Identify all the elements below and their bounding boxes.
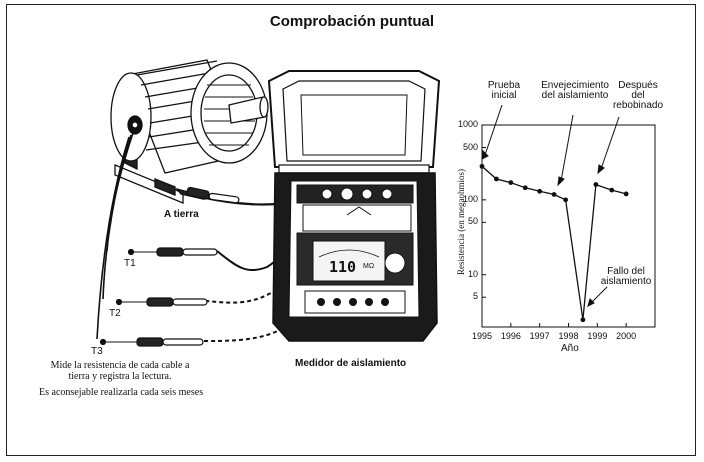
motor-illustration xyxy=(110,59,269,204)
data-point xyxy=(609,187,615,193)
y-tick-label: 500 xyxy=(462,141,478,152)
annotation-rebobinado: Después del rebobinado xyxy=(612,80,664,111)
insulation-meter xyxy=(267,70,441,342)
annotation-arrows xyxy=(481,104,620,307)
t3-label: T3 xyxy=(91,346,103,357)
t1-label: T1 xyxy=(124,258,136,269)
data-point xyxy=(551,192,557,197)
probe-t1 xyxy=(127,247,218,257)
x-ticks xyxy=(481,323,627,327)
y-tick-label: 1000 xyxy=(457,119,478,129)
x-tick-label: 1997 xyxy=(529,331,550,341)
figure-frame: Comprobación puntual A tierra T1 T2 T3 M… xyxy=(6,4,696,456)
data-point xyxy=(580,317,586,323)
y-tick-label: 100 xyxy=(462,193,478,204)
x-axis-title: Año xyxy=(561,343,579,354)
x-tick-label: 1995 xyxy=(471,331,493,341)
probe-t2 xyxy=(115,297,208,307)
data-point xyxy=(623,191,629,197)
data-point xyxy=(494,176,499,182)
data-point xyxy=(479,163,485,169)
data-point xyxy=(508,180,514,185)
plot-frame xyxy=(481,124,656,328)
annotation-prueba-inicial: Prueba inicial xyxy=(487,80,521,101)
probe-t3 xyxy=(99,337,204,347)
display-reading: 110 xyxy=(329,258,357,276)
annotation-envejecimiento: Envejecimiento del aislamiento xyxy=(541,80,609,101)
schedule-note: Es aconsejable realizarla cada seis mese… xyxy=(39,387,204,398)
data-point xyxy=(593,182,599,187)
y-tick-label: 5 xyxy=(472,291,478,302)
y-ticks xyxy=(482,124,486,298)
test-probes xyxy=(99,186,240,347)
page-title: Comprobación puntual xyxy=(269,13,435,30)
data-point xyxy=(537,188,543,194)
data-point xyxy=(563,197,569,203)
display-unit: MΩ xyxy=(363,263,375,270)
ground-label: A tierra xyxy=(164,209,199,220)
y-tick-label: 50 xyxy=(467,216,478,227)
y-tick-label: 10 xyxy=(467,268,478,279)
data-point xyxy=(522,185,528,191)
t2-label: T2 xyxy=(109,308,121,319)
probe-ground xyxy=(186,186,240,204)
x-tick-label: 1996 xyxy=(500,331,521,341)
meter-label: Medidor de aislamiento xyxy=(295,358,407,369)
series-points xyxy=(479,163,629,323)
x-tick-label: 1999 xyxy=(587,331,608,341)
instruction-text: Mide la resistencia de cada cable a tier… xyxy=(50,360,190,382)
x-tick-label: 1998 xyxy=(558,331,579,341)
illustration xyxy=(96,59,656,347)
resistance-chart xyxy=(479,104,656,328)
annotation-fallo: Fallo del aislamiento xyxy=(600,266,652,287)
x-tick-label: 2000 xyxy=(616,331,637,341)
